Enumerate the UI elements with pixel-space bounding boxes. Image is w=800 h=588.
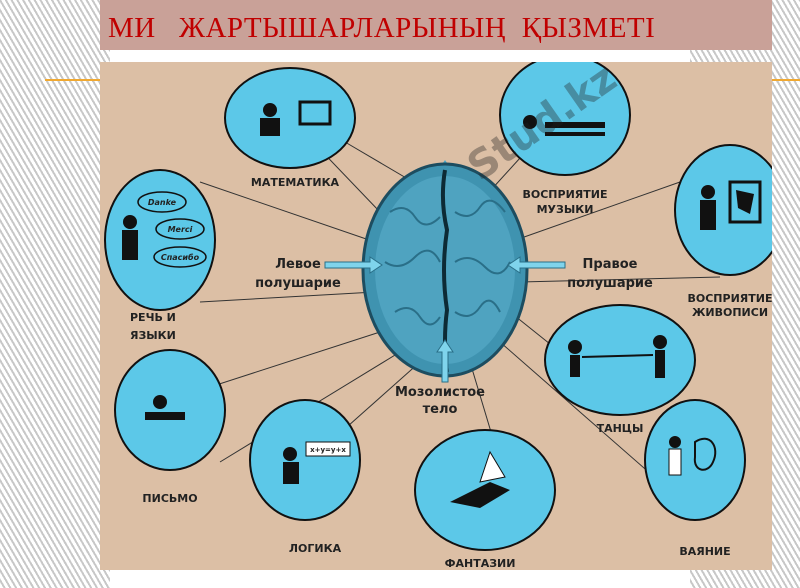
label-logic: ЛОГИКА xyxy=(289,542,342,555)
label-music-2: МУЗЫКИ xyxy=(537,203,594,216)
label-painting-2: ЖИВОПИСИ xyxy=(692,306,768,319)
label-corpus-callosum-2: тело xyxy=(423,402,458,417)
slide-title: МИ ЖАРТЫШАРЛАРЫНЫҢ ҚЫЗМЕТІ xyxy=(108,12,656,44)
title-bar: МИ ЖАРТЫШАРЛАРЫНЫҢ ҚЫЗМЕТІ xyxy=(100,0,772,50)
label-left-hemisphere-1: Левое xyxy=(275,257,321,272)
label-right-hemisphere-1: Правое xyxy=(583,257,638,272)
speech-circle xyxy=(104,169,216,311)
math-circle xyxy=(224,67,356,169)
label-right-hemisphere-2: полушарие xyxy=(567,276,653,291)
logic-circle xyxy=(249,399,361,521)
logic-formula: x+y=y+x xyxy=(310,446,346,454)
label-left-hemisphere-2: полушарие xyxy=(255,276,341,291)
bubble-danke: Danke xyxy=(148,198,177,207)
label-corpus-callosum-1: Мозолистое xyxy=(395,385,485,400)
connector-lines xyxy=(199,117,721,483)
bubble-merci: Merci xyxy=(168,225,193,234)
label-sculpture: ВАЯНИЕ xyxy=(679,545,730,558)
label-painting-1: ВОСПРИЯТИЕ xyxy=(688,292,772,305)
writing-circle xyxy=(114,349,226,471)
pointer-arrows xyxy=(324,256,566,383)
bubble-spasibo: Спасибо xyxy=(161,252,200,262)
brain xyxy=(361,160,529,378)
label-music-1: ВОСПРИЯТИЕ xyxy=(523,188,608,201)
label-writing: ПИСЬМО xyxy=(142,492,197,505)
decorative-stripes-left xyxy=(0,0,110,588)
brain-hemispheres-illustration: Danke Merci Спасибо x+y=y+x МАТЕМАТИКА В… xyxy=(100,54,786,570)
label-speech-1: РЕЧЬ И xyxy=(130,311,176,324)
painting-circle xyxy=(674,144,786,276)
label-math: МАТЕМАТИКА xyxy=(251,176,340,189)
label-fantasy: ФАНТАЗИИ xyxy=(445,557,516,570)
dance-circle xyxy=(544,304,696,416)
person-figures xyxy=(122,100,762,508)
label-speech-2: ЯЗЫКИ xyxy=(130,329,176,342)
label-dance: ТАНЦЫ xyxy=(597,422,644,435)
